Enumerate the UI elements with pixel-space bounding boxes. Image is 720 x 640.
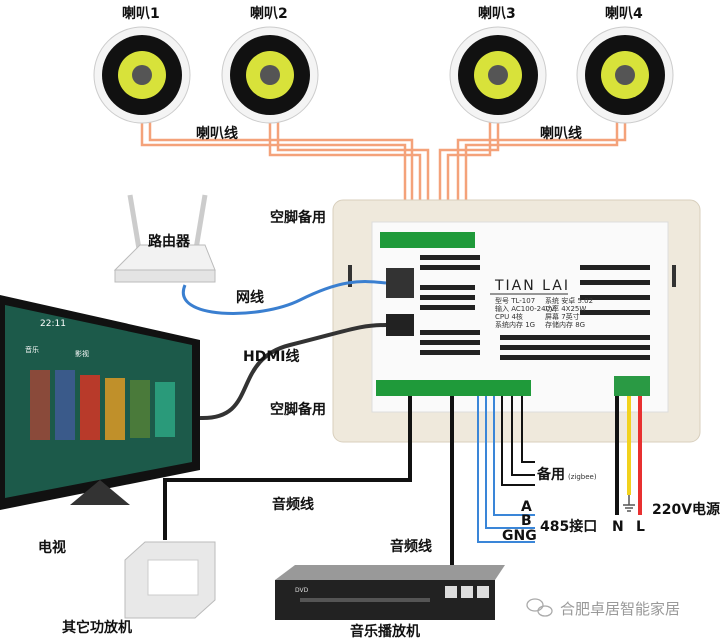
speaker-2 (221, 26, 319, 124)
player-brand: DVD (295, 587, 309, 594)
audio-cable-label-2: 音频线 (390, 538, 432, 555)
power-wires (615, 396, 642, 515)
audio-cable-amplifier (163, 396, 412, 540)
hdmi-cable-label: HDMI线 (243, 348, 299, 365)
spare-pin-label-top: 空脚备用 (270, 209, 326, 226)
neutral-label: N (612, 519, 624, 535)
speaker-1 (93, 26, 191, 124)
spare-pin-label-bottom: 空脚备用 (270, 401, 326, 418)
hdmi-port (386, 314, 414, 336)
player-label: 音乐播放机 (350, 623, 420, 640)
rs485-a-label: A (521, 499, 532, 515)
speaker-label: 喇叭4 (605, 5, 643, 22)
rs485-label: 485接口 (540, 518, 597, 535)
power-label: 220V电源 (652, 501, 720, 518)
tv-tab-video: 影视 (75, 349, 89, 358)
music-player: DVD (275, 565, 505, 620)
device-spec: 系统内存 1G (495, 320, 535, 329)
speaker-wire-label-left: 喇叭线 (196, 125, 238, 142)
speaker-label: 喇叭3 (478, 5, 516, 22)
network-cable (181, 280, 387, 316)
wechat-icon (526, 598, 553, 617)
speaker-label: 喇叭2 (250, 5, 288, 22)
television: 22:11 音乐 影视 (0, 295, 200, 510)
earth-icon (623, 495, 635, 512)
device-spec: 屏幕 7英寸 (545, 312, 580, 321)
hdmi-cable (199, 323, 387, 421)
audio-cable-label-1: 音频线 (272, 496, 314, 513)
network-cable-label: 网线 (236, 289, 264, 306)
power-terminal (614, 376, 650, 396)
bottom-terminal-block (376, 380, 531, 396)
amplifier-label: 其它功放机 (62, 619, 132, 636)
amplifier (124, 541, 216, 619)
device-spec: 输入 AC100-240V (495, 304, 555, 313)
tv-tab-music: 音乐 (25, 345, 39, 354)
speaker-wires (140, 120, 627, 240)
device-spec: 存储内存 8G (545, 320, 585, 329)
zigbee-sub-label: (zigbee) (568, 473, 597, 481)
zigbee-label: 备用 (536, 466, 565, 483)
tv-label: 电视 (38, 539, 66, 556)
top-terminal-block (380, 232, 475, 248)
speaker-3 (449, 26, 547, 124)
rs485-wires (477, 396, 535, 543)
speaker-4 (576, 26, 674, 124)
live-label: L (636, 519, 645, 535)
device-spec: 功率 4X25W (545, 304, 586, 313)
router (113, 194, 216, 283)
device-spec: CPU 4核 (495, 312, 523, 321)
watermark: 合肥卓居智能家居 (560, 600, 680, 618)
speaker-wire-label-right: 喇叭线 (540, 125, 582, 142)
device-brand: TIAN LAI (494, 278, 570, 294)
router-label: 路由器 (148, 233, 191, 250)
device-spec: 系统 安卓 5.02 (545, 296, 593, 305)
ethernet-port (386, 268, 414, 298)
speaker-label: 喇叭1 (122, 5, 160, 22)
rs485-gnd-label: GNG (502, 528, 537, 544)
tv-time: 22:11 (40, 319, 66, 329)
device-spec: 型号 TL-107 (495, 296, 535, 305)
rs485-b-label: B (521, 513, 532, 529)
